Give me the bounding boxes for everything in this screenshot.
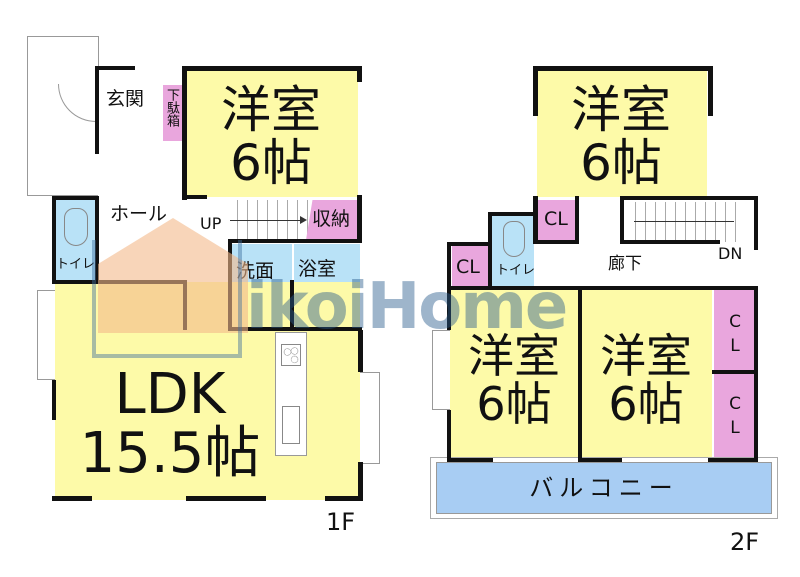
balcony (436, 462, 772, 514)
floor-label-1f: 1F (326, 508, 356, 536)
watermark-text: ikoiHome (246, 270, 568, 344)
wall (358, 462, 363, 501)
wall (708, 458, 758, 462)
closet-2f-4 (714, 374, 754, 460)
wall (52, 496, 92, 501)
toilet-label: トイレ (56, 257, 96, 272)
arrow-head-icon (300, 216, 307, 224)
wall (575, 196, 579, 244)
wall (620, 240, 720, 244)
room-name: 洋室 (571, 81, 671, 139)
wall (708, 66, 713, 116)
stairs-up-label: UP (200, 214, 222, 233)
wall (754, 196, 758, 250)
wall (578, 286, 582, 462)
stairs-down-arrow (634, 221, 734, 222)
storage-label: 収納 (312, 208, 351, 230)
wall (533, 66, 713, 71)
wall (578, 458, 622, 462)
wall (447, 286, 757, 290)
wall (488, 212, 492, 290)
room-size: 6帖 (230, 133, 312, 192)
toilet-2f-label: トイレ (496, 263, 536, 278)
stove-icon (281, 344, 301, 366)
wall (182, 195, 207, 199)
wall (95, 66, 99, 154)
room-western-2f-left (450, 288, 580, 460)
closet-2f-3 (714, 288, 754, 370)
floor-label-2f: 2F (730, 528, 760, 556)
wall (447, 458, 493, 462)
room-name: 洋室 (600, 329, 692, 383)
corridor-label: 廊下 (608, 254, 642, 274)
room-name: 洋室 (468, 329, 560, 383)
wall (357, 66, 362, 82)
bay-window-2f (432, 330, 450, 410)
room-size: 15.5帖 (79, 420, 261, 486)
stairs-up-arrow (230, 220, 302, 221)
wall (533, 240, 578, 244)
closet-2-label: CL (456, 256, 480, 278)
wall (52, 196, 56, 282)
room-western-1f (186, 70, 358, 197)
watermark-house-outline-icon (92, 240, 242, 358)
closet-4-label: CL (725, 394, 745, 442)
toilet-bowl-icon (64, 208, 88, 246)
wall (488, 212, 536, 216)
wall (620, 196, 758, 200)
western-room-1f-label: 洋室 6帖 (196, 84, 346, 189)
wall (186, 496, 266, 501)
room-name: LDK (114, 362, 226, 427)
hall-label: ホール (110, 203, 168, 225)
bay-window-right (360, 372, 380, 464)
wall (754, 286, 758, 462)
kitchen-sink-icon (282, 406, 300, 444)
wall (182, 66, 187, 200)
shoe-cabinet-label: 下駄箱 (164, 88, 179, 127)
room-name: 洋室 (221, 81, 321, 139)
wall (228, 327, 362, 331)
wall (357, 195, 362, 243)
bathroom-label: 浴室 (298, 258, 337, 280)
room-size: 6帖 (580, 133, 662, 192)
room-western-2f-top (537, 70, 707, 197)
wall (533, 66, 538, 116)
stairs-2f (626, 202, 744, 242)
entrance-label: 玄関 (106, 88, 145, 110)
western-room-2f-left-label: 洋室 6帖 (452, 332, 576, 429)
room-western-2f-right (582, 288, 712, 460)
ldk-label: LDK 15.5帖 (70, 362, 270, 486)
wall (95, 196, 99, 282)
western-room-2f-right-label: 洋室 6帖 (584, 332, 708, 429)
wall (52, 196, 98, 200)
wall (533, 196, 538, 244)
wall (95, 66, 135, 70)
stairs-down-label: DN (718, 244, 743, 263)
bay-window-left (37, 290, 55, 380)
wall (228, 239, 362, 243)
shoe-cabinet (163, 85, 183, 141)
room-size: 6帖 (608, 377, 684, 432)
wall (447, 242, 491, 246)
closet-3-label: CL (725, 312, 745, 360)
wall (447, 410, 451, 462)
kitchen-counter (275, 332, 307, 456)
wall (325, 496, 363, 501)
wall (52, 380, 56, 420)
wall (620, 196, 624, 244)
storage-1f (306, 200, 360, 240)
wall (290, 280, 294, 330)
room-size: 6帖 (476, 377, 552, 432)
closet-2f-1 (537, 200, 577, 240)
balcony-label: バルコニー (529, 474, 679, 502)
wall (358, 330, 363, 372)
wall (712, 370, 756, 374)
closet-2f-2 (452, 246, 490, 286)
wall (182, 66, 362, 71)
closet-1-label: CL (544, 208, 568, 230)
room-ldk-lower (55, 330, 360, 500)
toilet-bowl-icon (503, 221, 525, 257)
western-room-2f-top-label: 洋室 6帖 (546, 84, 696, 189)
